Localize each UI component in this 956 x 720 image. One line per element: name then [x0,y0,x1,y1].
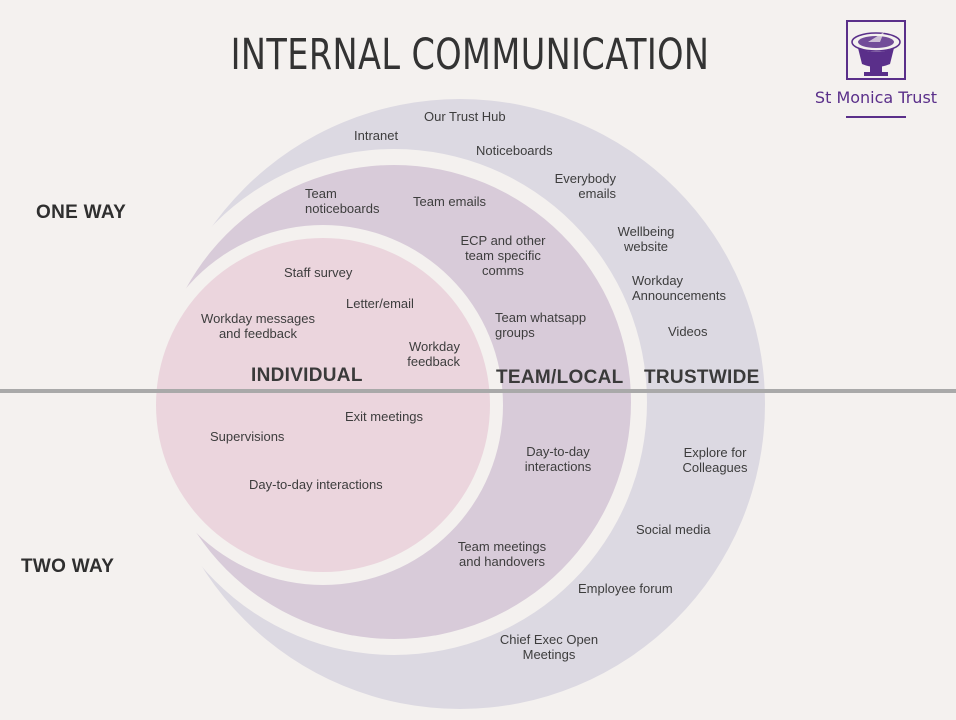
item-team-meetings-handovers: Team meetings and handovers [457,539,547,569]
item-social-media: Social media [636,522,711,537]
brand-underline [846,116,906,118]
item-letter-email: Letter/email [346,296,414,311]
two-way-label: TWO WAY [21,556,115,577]
item-employee-forum: Employee forum [578,581,673,596]
item-supervisions: Supervisions [210,429,285,444]
item-everybody-emails: Everybody emails [554,171,616,201]
item-workday-feedback: Workday feedback [407,339,460,369]
sundial-logo-icon [846,20,906,80]
item-team-day-to-day-interactions: Day-to-day interactions [524,444,592,474]
item-workday-announcements: Workday Announcements [632,273,726,303]
zone-label-trustwide: TRUSTWIDE [644,367,760,388]
one-way-label: ONE WAY [36,202,127,223]
brand-name: St Monica Trust [814,88,938,107]
individual-circle [156,238,490,572]
item-exit-meetings: Exit meetings [345,409,424,424]
item-wellbeing-website: Wellbeing website [617,224,675,254]
item-videos: Videos [668,324,708,339]
item-team-noticeboards: Team noticeboards [305,186,380,216]
item-chief-exec-open-meetings: Chief Exec Open Meetings [499,632,599,662]
item-explore-for-colleagues: Explore for Colleagues [682,445,748,475]
zone-label-individual: INDIVIDUAL [251,365,363,386]
item-noticeboards: Noticeboards [476,143,553,158]
page-title: INTERNAL COMMUNICATION [230,30,710,80]
item-team-emails: Team emails [413,194,486,209]
item-intranet: Intranet [354,128,399,143]
item-team-whatsapp-groups: Team whatsapp groups [495,310,587,340]
item-individual-day-to-day: Day-to-day interactions [249,477,383,492]
zone-label-team-local: TEAM/LOCAL [496,367,624,388]
item-workday-messages-feedback: Workday messages and feedback [201,311,315,341]
item-staff-survey: Staff survey [284,265,353,280]
item-ecp-comms: ECP and other team specific comms [460,233,546,278]
item-our-trust-hub: Our Trust Hub [424,109,506,124]
